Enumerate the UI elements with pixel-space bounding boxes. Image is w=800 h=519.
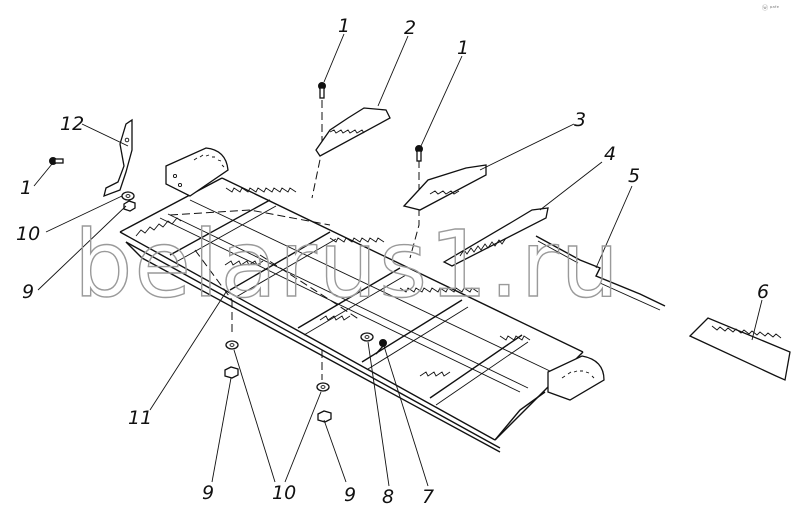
rod-5	[535, 235, 666, 311]
washer-10-bottom-mid	[316, 382, 330, 392]
nut-9-bottom-mid	[317, 410, 332, 423]
callout-5: 5	[628, 165, 640, 187]
callout-3: 3	[574, 109, 586, 131]
nut-9-bottom-left	[224, 366, 239, 379]
washer-10-left	[121, 191, 135, 201]
knife-segment-2	[315, 107, 391, 157]
knife-segment-4	[442, 207, 549, 267]
callout-4: 4	[604, 143, 616, 165]
watermark-text: belarus1.ru	[74, 211, 621, 318]
callout-9-bottom-mid: 9	[344, 484, 356, 506]
washer-10-bottom-left	[225, 340, 239, 350]
bolt-1-top	[318, 82, 326, 99]
bolt-7	[375, 339, 387, 355]
frame-assembly	[119, 100, 605, 453]
callout-6: 6	[757, 281, 769, 303]
callout-1-left: 1	[20, 177, 32, 199]
leader-lines	[33, 33, 763, 487]
corner-mark: ⓦ ᵖᵃᶠᵉ	[762, 4, 780, 12]
knife-segment-3	[402, 164, 487, 211]
nut-9-left	[123, 200, 136, 212]
callout-2: 2	[404, 17, 416, 39]
bolt-1-left	[49, 157, 64, 165]
callout-7: 7	[422, 486, 434, 508]
callout-12: 12	[60, 113, 84, 135]
bracket-12	[103, 118, 133, 198]
knife-bar-6	[688, 317, 791, 381]
callout-9-left: 9	[22, 281, 34, 303]
callout-1-right: 1	[457, 37, 469, 59]
callout-9-bottom-left: 9	[202, 482, 214, 504]
callout-10-bottom: 10	[272, 482, 296, 504]
callout-10-left: 10	[16, 223, 40, 245]
washer-8	[360, 332, 374, 342]
callout-8: 8	[382, 486, 394, 508]
callout-1-top: 1	[338, 15, 350, 37]
bolt-1-right	[415, 145, 423, 162]
callout-11: 11	[128, 407, 152, 429]
